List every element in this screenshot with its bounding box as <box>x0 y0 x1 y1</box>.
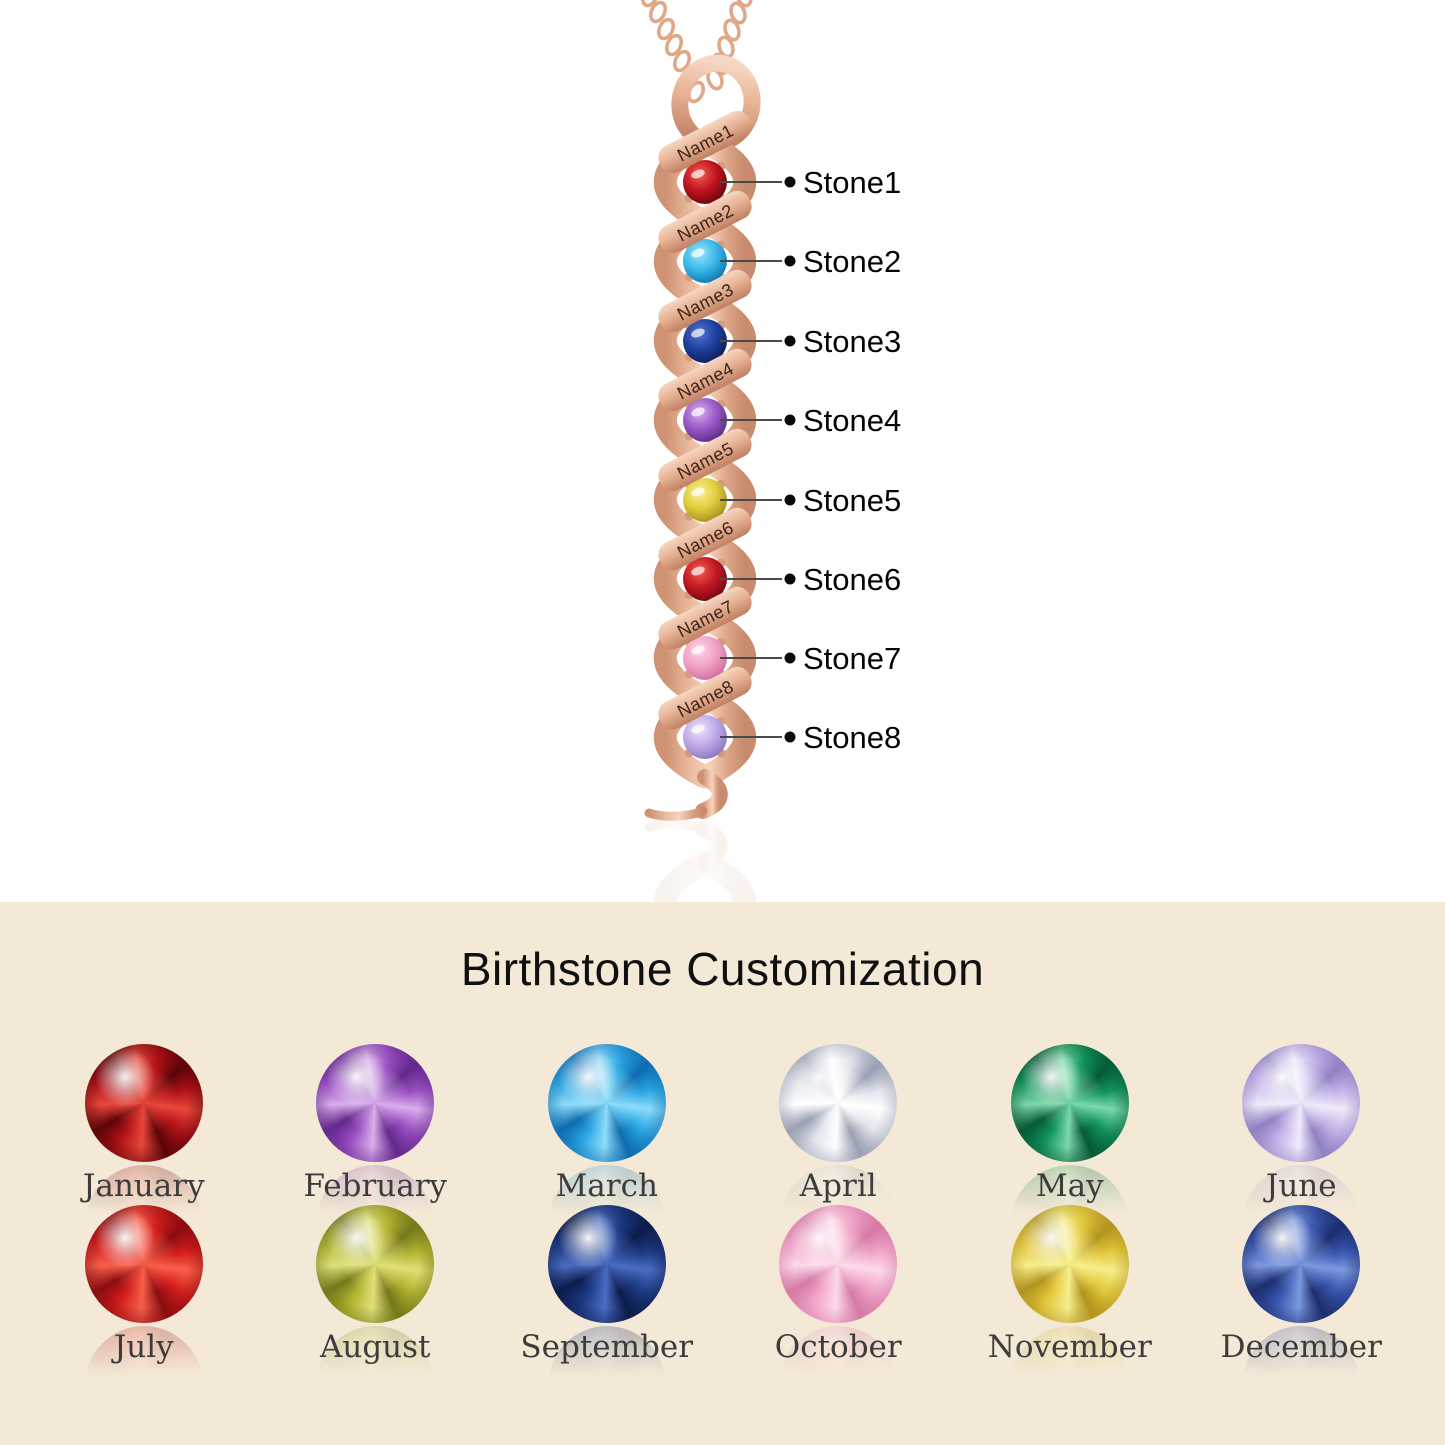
callout-stone-5: Stone5 <box>720 483 901 518</box>
callout-dot <box>784 652 796 664</box>
gem-wrap <box>316 1044 435 1283</box>
stone-4 <box>683 398 727 442</box>
callout-dot <box>784 414 796 426</box>
callout-stone-3: Stone3 <box>720 324 901 359</box>
callout-stone-8: Stone8 <box>720 720 901 755</box>
gem-wrap <box>1010 1205 1129 1445</box>
month-label: February <box>303 1168 448 1204</box>
birthstone-august: August <box>260 1205 492 1445</box>
gem-february <box>316 1044 435 1162</box>
gem-wrap <box>1242 1044 1361 1283</box>
pendant-tail <box>695 769 728 819</box>
gem-wrap <box>779 1044 898 1283</box>
gem-may <box>1010 1044 1129 1162</box>
gem-wrap <box>1010 1044 1129 1283</box>
gem-wrap <box>316 1205 435 1445</box>
birthstone-october: October <box>723 1205 955 1445</box>
gem-august <box>316 1205 435 1324</box>
stone-label: Stone3 <box>803 324 901 359</box>
birthstone-february: February <box>260 1044 492 1283</box>
gem-wrap <box>547 1044 666 1283</box>
stone-7 <box>683 636 727 680</box>
birthstone-july: July <box>28 1205 260 1445</box>
gem-december <box>1242 1205 1361 1324</box>
birthstone-september: September <box>491 1205 723 1445</box>
month-label: June <box>1265 1168 1337 1204</box>
callout-stone-7: Stone7 <box>720 641 901 676</box>
birthstone-january: January <box>28 1044 260 1283</box>
callout-dot <box>784 494 796 506</box>
month-label: September <box>520 1329 694 1366</box>
gem-wrap <box>84 1205 203 1445</box>
callout-stone-2: Stone2 <box>720 244 901 279</box>
gem-wrap <box>1242 1205 1361 1445</box>
birthstone-section: Birthstone Customization January Februar… <box>0 902 1445 1445</box>
gem-wrap <box>84 1044 203 1283</box>
stone-label: Stone8 <box>803 720 901 755</box>
name-band-6: Name6 <box>658 507 752 571</box>
callout-dot <box>784 335 796 347</box>
month-label: October <box>774 1329 902 1366</box>
chain-link <box>729 1 747 25</box>
callout-stone-1: Stone1 <box>720 165 901 200</box>
gem-july <box>84 1205 203 1324</box>
callout-stone-6: Stone6 <box>720 562 901 597</box>
gem-march <box>547 1044 666 1162</box>
gem-wrap <box>779 1205 898 1445</box>
gem-september <box>547 1205 666 1324</box>
callout-dot <box>784 255 796 267</box>
stone-label: Stone2 <box>803 244 901 279</box>
birthstone-december: December <box>1186 1205 1418 1445</box>
pendant-stones <box>683 160 727 759</box>
pendant-tail-tip <box>644 806 708 821</box>
callout-dot <box>784 731 796 743</box>
month-label: May <box>1035 1168 1104 1204</box>
birthstone-march: March <box>491 1044 723 1283</box>
birthstone-june: June <box>1186 1044 1418 1283</box>
gem-january <box>84 1044 203 1162</box>
callout-dot <box>784 176 796 188</box>
stone-1 <box>683 160 727 204</box>
birthstone-grid: January February March <box>28 1044 1418 1445</box>
chain-link <box>672 49 692 73</box>
stone-label: Stone7 <box>803 641 901 676</box>
birthstone-may: May <box>954 1044 1186 1283</box>
section-title: Birthstone Customization <box>460 943 985 995</box>
chain-link <box>723 18 741 42</box>
gem-wrap <box>547 1205 666 1445</box>
month-label: March <box>555 1168 658 1204</box>
name-band-5: Name5 <box>658 428 752 492</box>
chain-link <box>664 33 684 57</box>
gem-november <box>1010 1205 1129 1324</box>
pendant-annotation-figure: Name1 Name2 Name3 Name4 Name5 Name6 <box>0 0 901 902</box>
chain-link <box>735 0 753 8</box>
gem-april <box>779 1044 898 1162</box>
chain-link <box>640 0 660 8</box>
gem-june <box>1242 1044 1361 1162</box>
stone-label: Stone4 <box>803 403 901 438</box>
chain-link <box>648 0 668 24</box>
month-label: November <box>987 1329 1152 1366</box>
necklace-chain <box>640 0 753 104</box>
callout-stone-4: Stone4 <box>720 403 901 438</box>
stone-label: Stone6 <box>803 562 901 597</box>
chain-link <box>656 17 676 41</box>
gem-october <box>779 1205 898 1324</box>
pendant-reflection <box>649 824 745 902</box>
month-label: July <box>113 1329 174 1366</box>
month-label: January <box>82 1168 205 1204</box>
callout-dot <box>784 573 796 585</box>
month-label: April <box>799 1168 877 1204</box>
stone-label: Stone5 <box>803 483 901 518</box>
birthstone-april: April <box>723 1044 955 1283</box>
birthstone-november: November <box>954 1205 1186 1445</box>
month-label: December <box>1220 1329 1382 1366</box>
month-label: August <box>319 1329 431 1366</box>
stone-callouts: Stone1 Stone2 Stone3 Stone4 Stone5 <box>720 165 901 755</box>
stone-label: Stone1 <box>803 165 901 200</box>
stone-2 <box>683 239 727 283</box>
